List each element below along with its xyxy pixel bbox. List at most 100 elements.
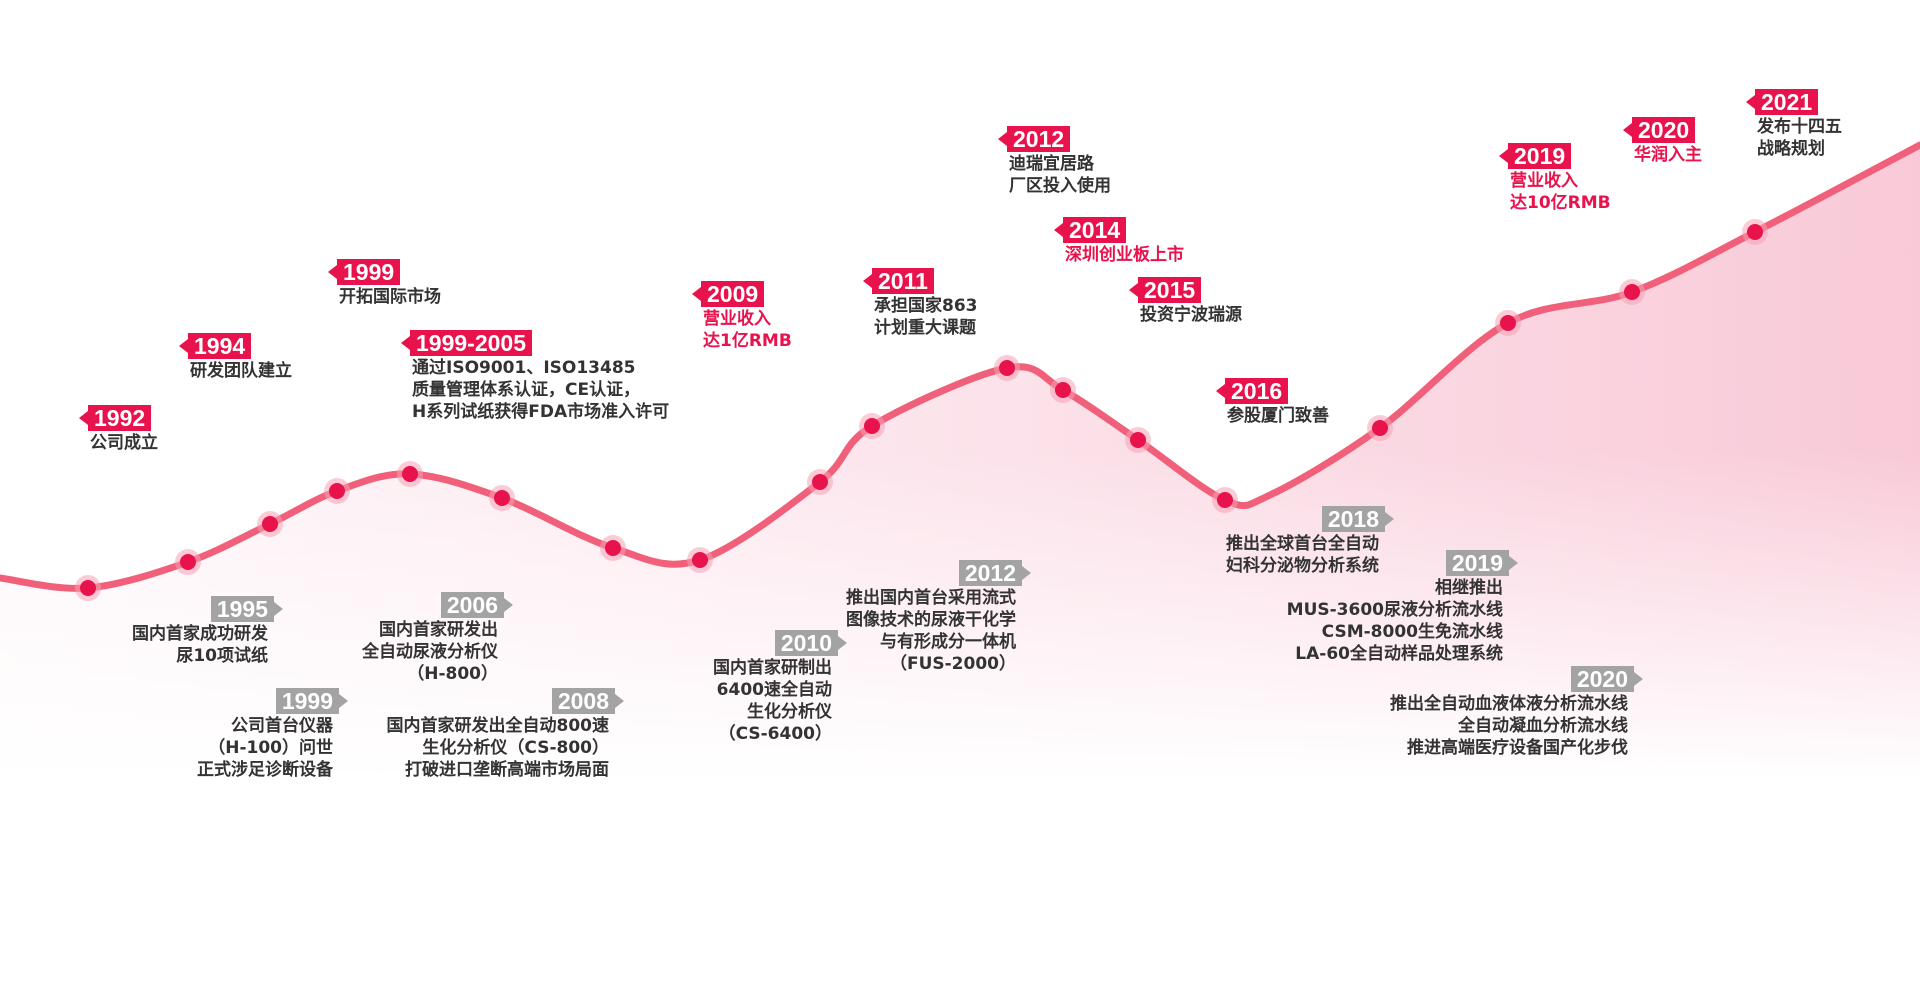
milestone-text: 达1亿RMB [703, 331, 792, 351]
milestone-text: 华润入主 [1634, 145, 1702, 165]
timeline-dot [180, 554, 196, 570]
milestone-text: 与有形成分一体机 [880, 632, 1016, 652]
milestone-text: 公司首台仪器 [231, 716, 333, 736]
year-tag: 1992 [78, 405, 152, 431]
area-fade [0, 450, 1920, 780]
timeline-dot [692, 552, 708, 568]
milestone-text: CSM-8000生免流水线 [1321, 622, 1503, 642]
timeline-dot [605, 540, 621, 556]
marker-lines [87, 93, 1756, 780]
milestone-text: （H-800） [407, 664, 498, 684]
milestone-text: 营业收入 [703, 309, 771, 329]
milestone-text: 国内首家研发出 [379, 620, 498, 640]
year-tag: 1999-2005 [401, 330, 532, 356]
milestone-text: 6400速全自动 [716, 680, 832, 700]
timeline-dot [864, 418, 880, 434]
year-tag: 1999 [327, 259, 401, 285]
milestone-text: 承担国家863 [874, 296, 978, 316]
milestone-text: 深圳创业板上市 [1065, 245, 1184, 265]
timeline-dot [999, 360, 1015, 376]
timeline-dot [812, 474, 828, 490]
milestone-text: （CS-6400） [718, 724, 832, 744]
milestone-text: 全自动尿液分析仪 [362, 642, 498, 662]
milestone-text: （H-100）问世 [208, 738, 333, 758]
milestone-text: 营业收入 [1510, 171, 1578, 191]
milestone-text: 推出国内首台采用流式 [846, 588, 1016, 608]
timeline-dot [1130, 432, 1146, 448]
milestone-text: 公司成立 [90, 433, 158, 453]
milestone-text: 推出全球首台全自动 [1226, 534, 1379, 554]
milestone-text: 生化分析仪（CS-800） [422, 738, 609, 758]
year-tag: 2012 [958, 560, 1032, 586]
timeline-dots [75, 219, 1768, 601]
year-tag: 1999 [275, 688, 349, 714]
milestone-text: 计划重大课题 [874, 318, 976, 338]
milestone-text: 质量管理体系认证，CE认证， [412, 380, 641, 400]
year-tag: 2012 [997, 126, 1071, 152]
milestone-text: 参股厦门致善 [1227, 406, 1329, 426]
milestone-text: 推进高端医疗设备国产化步伐 [1407, 738, 1628, 758]
milestone-text: 研发团队建立 [190, 361, 292, 381]
year-tag: 2009 [691, 281, 765, 307]
milestone-text: 国内首家成功研发 [132, 624, 268, 644]
milestone-text: 图像技术的尿液干化学 [846, 610, 1016, 630]
timeline-dot [1747, 224, 1763, 240]
timeline-dot [1372, 420, 1388, 436]
timeline-dot [1055, 382, 1071, 398]
timeline-dot [1624, 284, 1640, 300]
timeline-dot [494, 490, 510, 506]
timeline-dot [1500, 315, 1516, 331]
milestone-text: 通过ISO9001、ISO13485 [412, 358, 636, 378]
year-tag: 2011 [863, 268, 934, 294]
year-tag: 2006 [440, 592, 514, 618]
year-tag: 2008 [551, 688, 625, 714]
year-tag: 2020 [1622, 117, 1696, 143]
milestone-text: MUS-3600尿液分析流水线 [1286, 600, 1503, 620]
year-tag: 2021 [1745, 89, 1819, 115]
milestone-text: 开拓国际市场 [339, 287, 441, 307]
timeline-dot [329, 483, 345, 499]
milestone-text: 推出全自动血液体液分析流水线 [1390, 694, 1628, 714]
timeline-dot [402, 466, 418, 482]
milestone-text: 生化分析仪 [747, 702, 832, 722]
milestone-text: LA-60全自动样品处理系统 [1295, 644, 1503, 664]
milestone-text: 全自动凝血分析流水线 [1458, 716, 1628, 736]
milestone-text: 达10亿RMB [1510, 193, 1611, 213]
year-tag: 2019 [1498, 143, 1572, 169]
year-tag: 1995 [210, 596, 284, 622]
milestone-text: （FUS-2000） [889, 654, 1016, 674]
year-tag: 2020 [1570, 666, 1644, 692]
milestone-text: 正式涉足诊断设备 [197, 760, 333, 780]
year-tag: 1994 [178, 333, 252, 359]
year-tag: 2019 [1445, 550, 1519, 576]
milestone-text: H系列试纸获得FDA市场准入许可 [412, 402, 670, 422]
milestone-text: 国内首家研发出全自动800速 [386, 716, 610, 736]
milestone-text: 战略规划 [1757, 139, 1825, 159]
timeline-dot [262, 516, 278, 532]
timeline-dot [80, 580, 96, 596]
milestone-text: 国内首家研制出 [713, 658, 832, 678]
timeline-dot [1217, 492, 1233, 508]
milestone-text: 相继推出 [1435, 578, 1503, 598]
milestone-text: 打破进口垄断高端市场局面 [405, 760, 609, 780]
